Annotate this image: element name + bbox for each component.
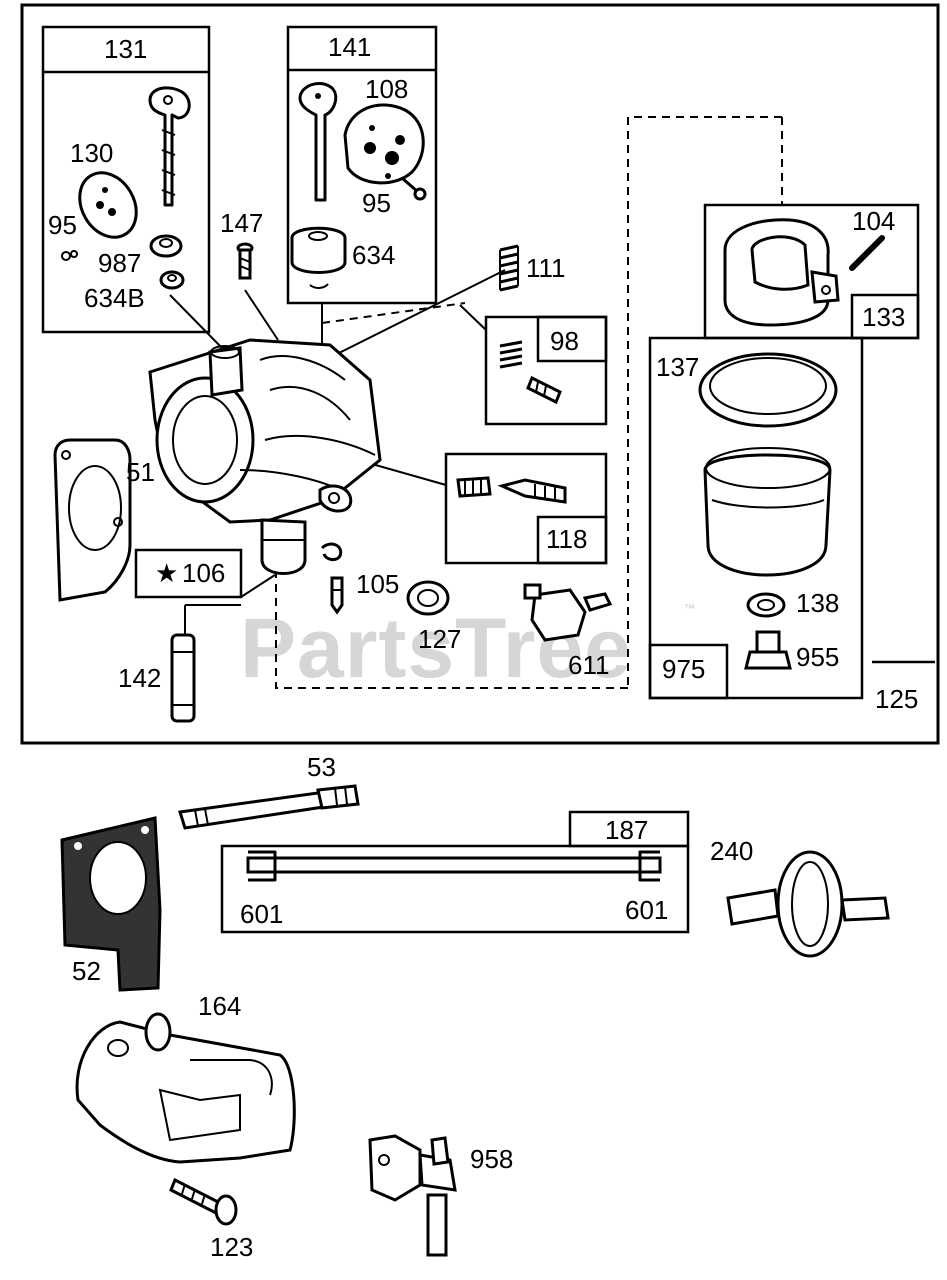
callout-127: 127	[418, 624, 461, 654]
callout-634B: 634B	[84, 283, 145, 313]
callout-137: 137	[656, 352, 699, 382]
needle-spring-118	[456, 476, 492, 498]
callout-133: 133	[862, 302, 905, 332]
callout-95a: 95	[48, 210, 77, 240]
gasket-51	[53, 438, 132, 602]
tube-142	[170, 633, 196, 723]
float-bowl	[703, 447, 832, 577]
shutoff-valve-958	[368, 1134, 457, 1257]
callout-105: 105	[356, 569, 399, 599]
throttle-shaft-part	[148, 86, 191, 207]
screw-147	[236, 242, 254, 280]
seal-127	[406, 580, 450, 616]
kit-98-box	[484, 315, 608, 426]
callout-53: 53	[307, 752, 336, 782]
main-frame	[20, 3, 940, 745]
callout-125: 125	[875, 684, 918, 714]
clip-105	[320, 542, 343, 562]
solenoid-611	[523, 583, 613, 642]
washer-138	[746, 592, 786, 618]
choke-plate-108	[343, 103, 425, 185]
callout-975: 975	[662, 654, 705, 684]
seal-634	[290, 226, 347, 289]
callout-51: 51	[126, 457, 155, 487]
seal-987	[149, 234, 183, 258]
callout-118: 118	[546, 524, 587, 554]
callout-958: 958	[470, 1144, 513, 1174]
fuel-filter-240	[726, 850, 890, 958]
pin-104	[849, 235, 885, 271]
fuel-line-187	[246, 850, 662, 882]
screw-95-choke	[401, 176, 427, 201]
idle-screw-98	[526, 375, 562, 405]
kit-118-box	[444, 452, 608, 565]
callout-95b: 95	[362, 188, 391, 218]
callout-98: 98	[550, 326, 579, 356]
kit-187-box	[220, 810, 690, 934]
screw-95-small	[61, 250, 78, 261]
kit-131-box	[41, 25, 211, 334]
intake-adapter-164	[75, 1012, 296, 1164]
dashed-group-float-bowl	[627, 116, 783, 688]
callout-987: 987	[98, 248, 141, 278]
needle-105	[330, 576, 344, 615]
kit-141-box	[286, 25, 438, 305]
callout-123: 123	[210, 1232, 253, 1262]
callout-955: 955	[796, 642, 839, 672]
screw-123	[169, 1177, 238, 1226]
callout-106: 106	[182, 558, 225, 588]
callout-240: 240	[710, 836, 753, 866]
dashed-group-center	[275, 570, 628, 689]
callout-601b: 601	[625, 895, 668, 925]
callout-164: 164	[198, 991, 241, 1021]
bolt-955	[744, 630, 792, 670]
callout-141: 141	[328, 32, 371, 62]
callout-111: 111	[526, 253, 566, 283]
callout-130: 130	[70, 138, 113, 168]
leader-lines	[169, 269, 506, 635]
gasket-52	[60, 816, 162, 992]
dashed-connector	[321, 302, 466, 324]
throttle-valve-plate	[78, 171, 138, 239]
callout-106-star: ★	[155, 558, 178, 588]
callout-108: 108	[365, 74, 408, 104]
callout-187: 187	[605, 815, 648, 845]
callout-147: 147	[220, 208, 263, 238]
kit-975-box	[648, 336, 864, 700]
stud-53	[178, 784, 360, 830]
callout-634: 634	[352, 240, 395, 270]
callout-52: 52	[72, 956, 101, 986]
callout-104: 104	[852, 206, 895, 236]
float-133	[723, 218, 840, 327]
spring-111	[499, 244, 519, 292]
callout-601a: 601	[240, 899, 283, 929]
callout-138: 138	[796, 588, 839, 618]
o-ring-137	[698, 352, 838, 428]
needle-screw-118	[497, 478, 567, 504]
callout-611: 611	[568, 650, 609, 680]
callout-131: 131	[104, 34, 147, 64]
idle-mixture-spring	[499, 340, 523, 369]
seal-634B	[159, 270, 185, 290]
kit-106-box	[134, 548, 243, 599]
watermark-trademark: ™	[684, 603, 695, 615]
callout-142: 142	[118, 663, 161, 693]
carburetor-body	[148, 338, 382, 575]
choke-shaft-part	[298, 82, 338, 202]
